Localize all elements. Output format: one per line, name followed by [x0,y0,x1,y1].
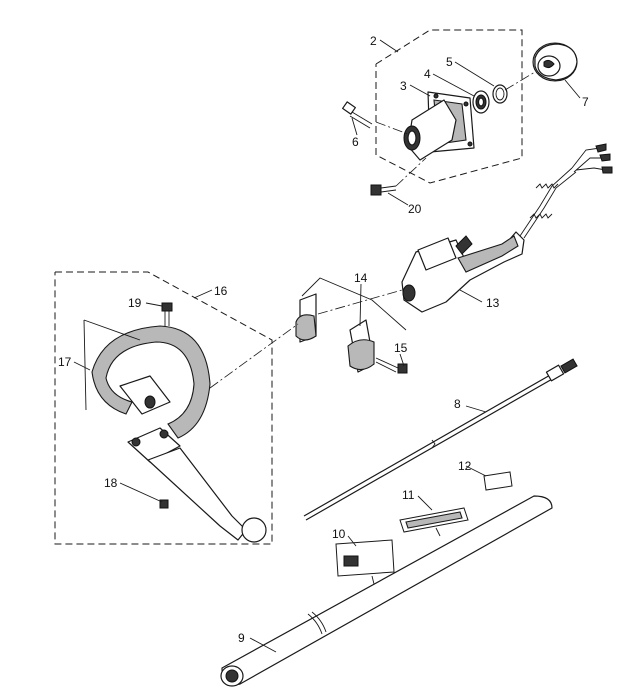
group-16-handle-box [54,271,273,545]
part-4-bearing [472,90,490,114]
label-part-3: 3 [400,79,407,93]
part-8-drive-shaft [303,358,578,521]
part-14-clamp [295,277,407,373]
label-part-14: 14 [354,271,368,285]
label-part-20: 20 [408,202,422,216]
label-part-11: 11 [402,488,415,502]
part-10-decal [335,539,395,585]
label-part-10: 10 [332,527,346,541]
part-6-bolt [342,101,373,129]
assembly-centerlines [209,71,536,389]
label-part-12: 12 [458,459,472,473]
part-number-labels: 2 3 4 5 6 7 20 13 14 15 16 19 17 18 8 12… [58,34,589,645]
part-13-throttle-handle [401,143,613,313]
label-part-18: 18 [104,476,118,490]
part-19-bolt [161,302,173,326]
label-part-6: 6 [352,135,359,149]
part-3-clutch-housing [403,91,475,161]
part-9-main-tube [220,495,553,687]
part-17-loop-handle [83,319,211,439]
label-part-13: 13 [486,296,500,310]
part-7-clutch-drum [532,42,578,82]
label-part-15: 15 [394,341,408,355]
leader-lines [73,39,581,653]
label-part-7: 7 [582,95,589,109]
part-12-decal [483,471,513,491]
label-part-16: 16 [214,284,228,298]
part-18-grip-bar [127,427,267,543]
part-5-snap-ring [492,84,508,104]
label-part-8: 8 [454,397,461,411]
label-part-9: 9 [238,631,245,645]
part-11-decal [399,507,469,537]
part-15-bolt [375,357,408,374]
label-part-4: 4 [424,67,431,81]
label-part-2: 2 [370,34,377,48]
label-part-17: 17 [58,355,72,369]
label-part-5: 5 [446,55,453,69]
part-20-screw [370,184,397,196]
label-part-19: 19 [128,296,142,310]
